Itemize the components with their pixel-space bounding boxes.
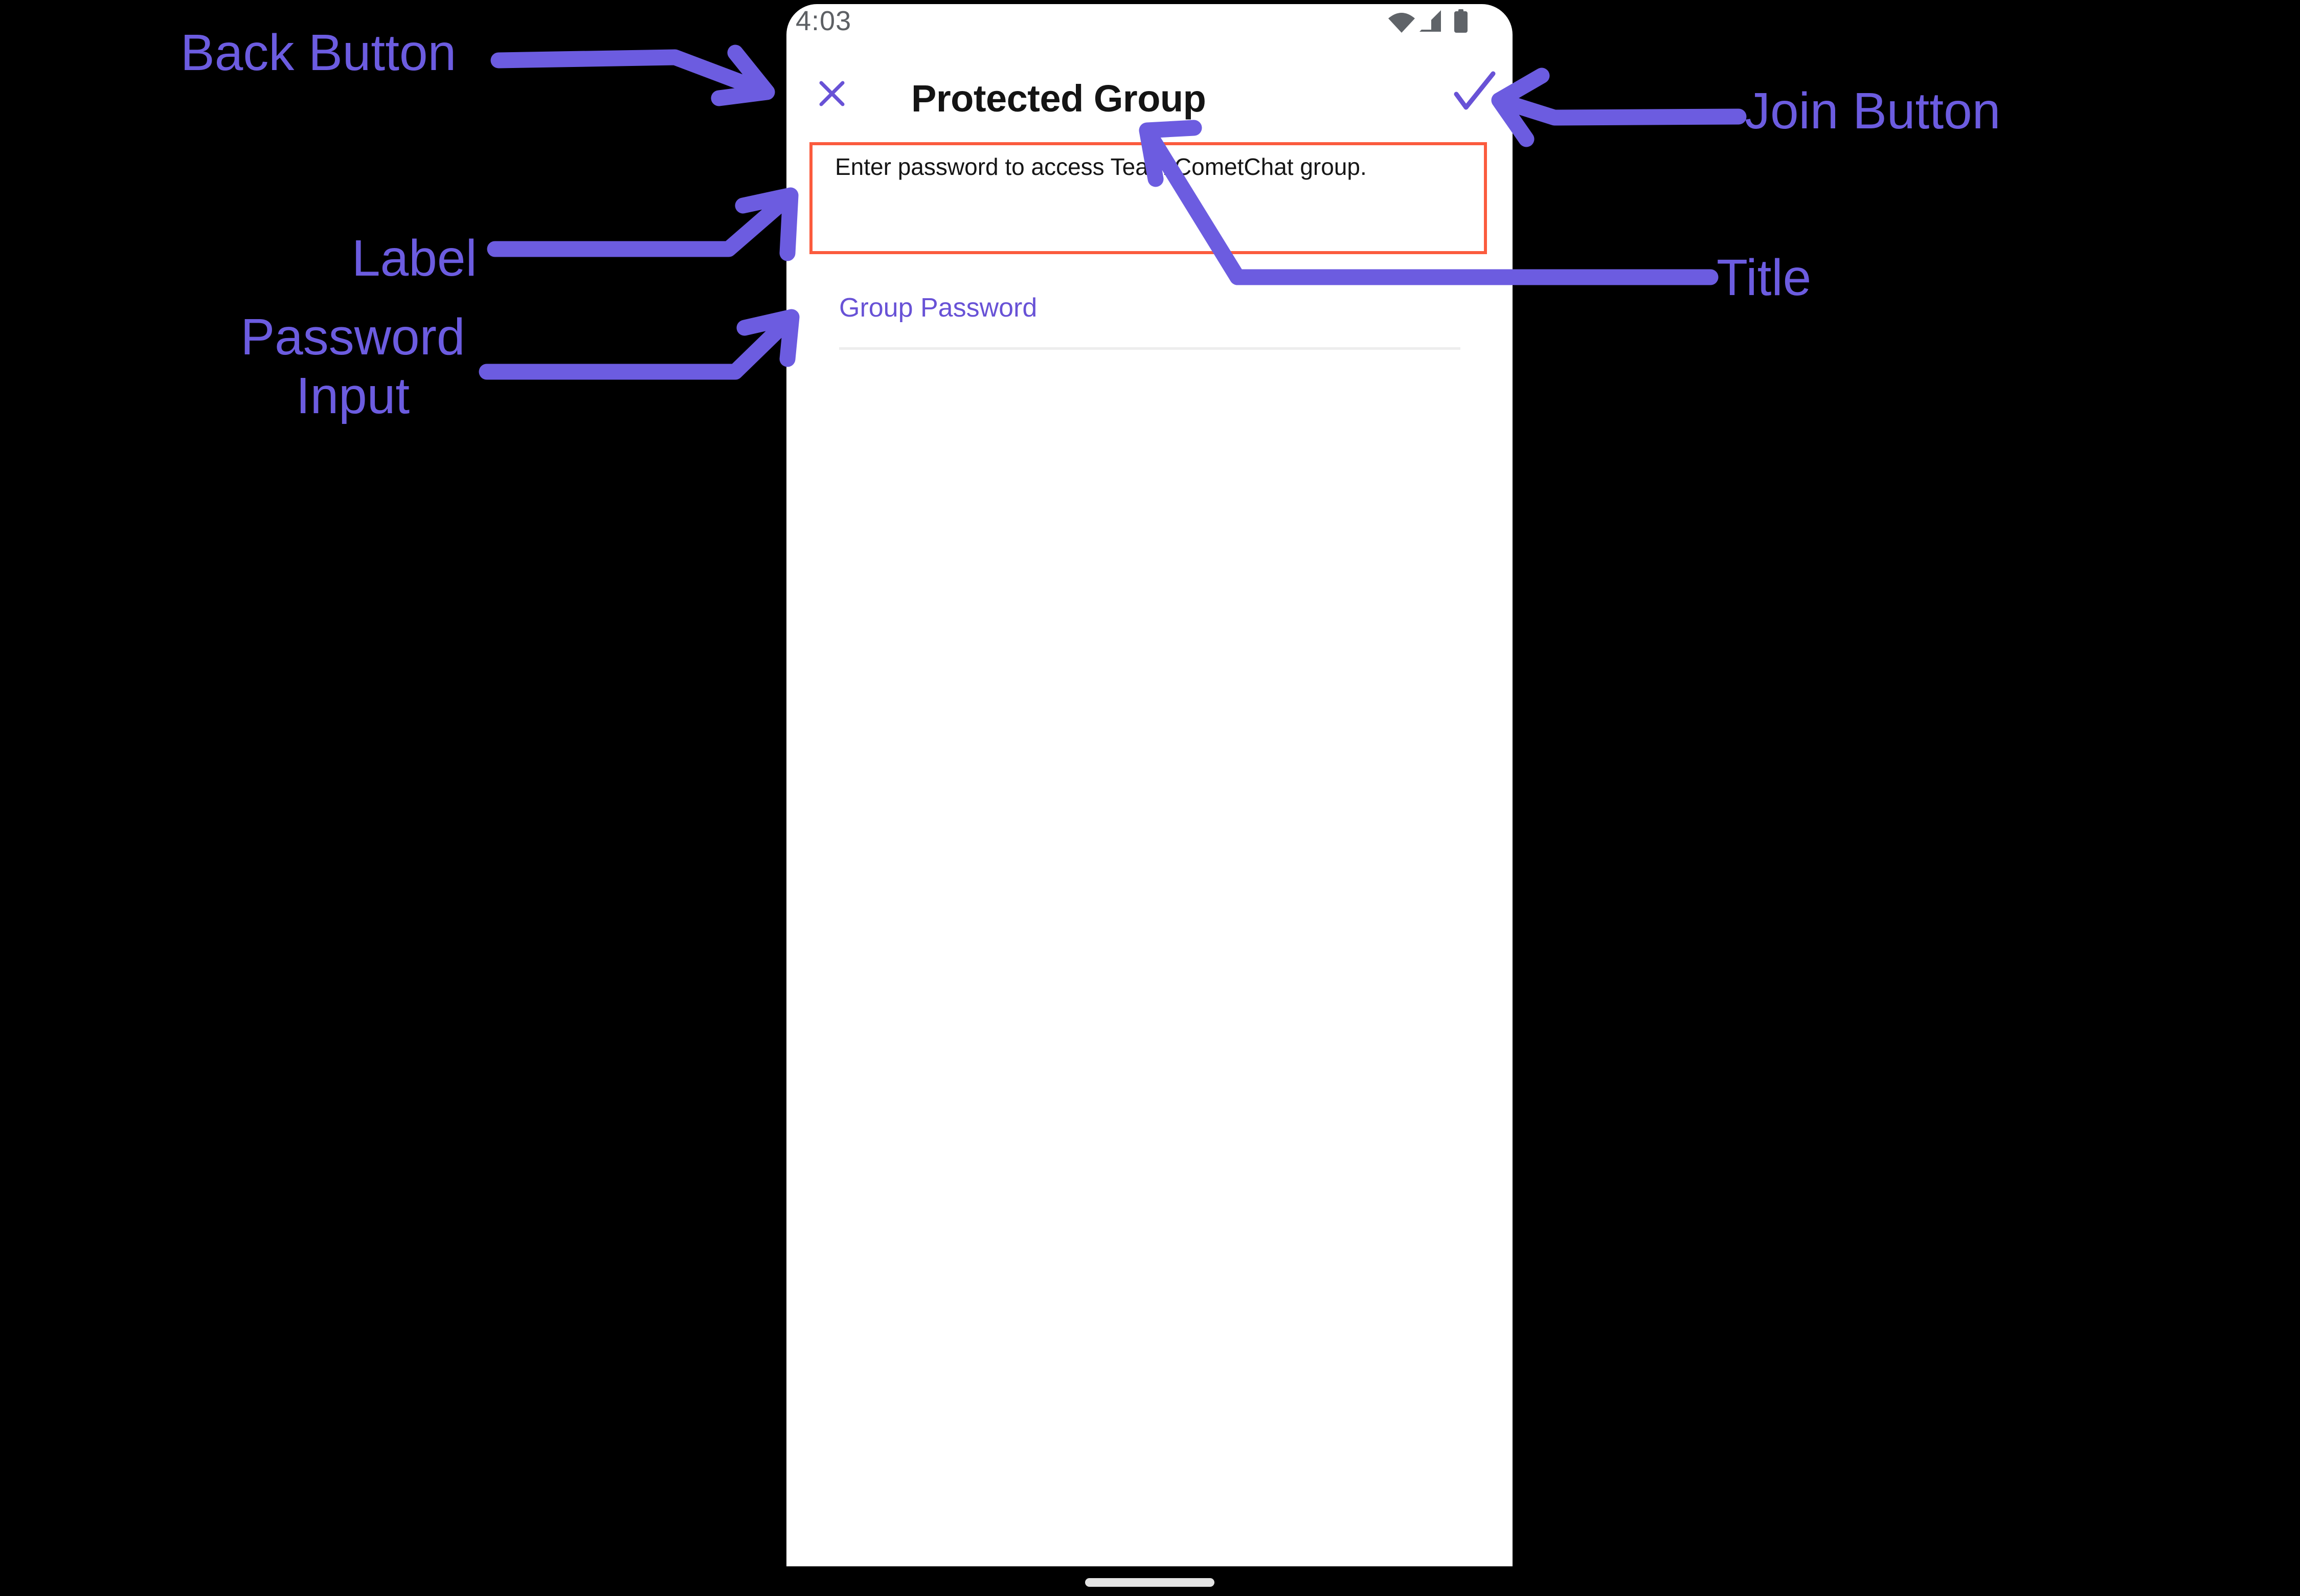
- group-password-input[interactable]: [839, 289, 1460, 323]
- label-arrow: [487, 187, 799, 261]
- status-time: 4:03: [796, 6, 852, 36]
- annotation-label: Label: [352, 230, 477, 287]
- wifi-icon: [1388, 13, 1415, 33]
- page-title: Protected Group: [911, 77, 1206, 120]
- back-close-button[interactable]: [815, 77, 849, 110]
- group-description-label: Enter password to access Team CometChat …: [835, 153, 1367, 180]
- annotation-join-button: Join Button: [1745, 82, 2001, 140]
- x-close-icon: [819, 81, 845, 106]
- password-input-arrow: [479, 309, 800, 380]
- back-button-arrow: [490, 44, 775, 106]
- signal-icon: [1419, 10, 1441, 32]
- password-input-underline: [839, 289, 1460, 350]
- annotation-title: Title: [1717, 249, 1812, 306]
- join-button[interactable]: [1452, 70, 1497, 113]
- checkmark-icon: [1454, 71, 1496, 110]
- battery-icon: [1454, 9, 1468, 33]
- annotation-back-button: Back Button: [181, 24, 457, 81]
- annotation-password-input: Password Input: [240, 308, 465, 424]
- home-indicator[interactable]: [1085, 1578, 1214, 1587]
- join-button-arrow: [1491, 68, 1747, 147]
